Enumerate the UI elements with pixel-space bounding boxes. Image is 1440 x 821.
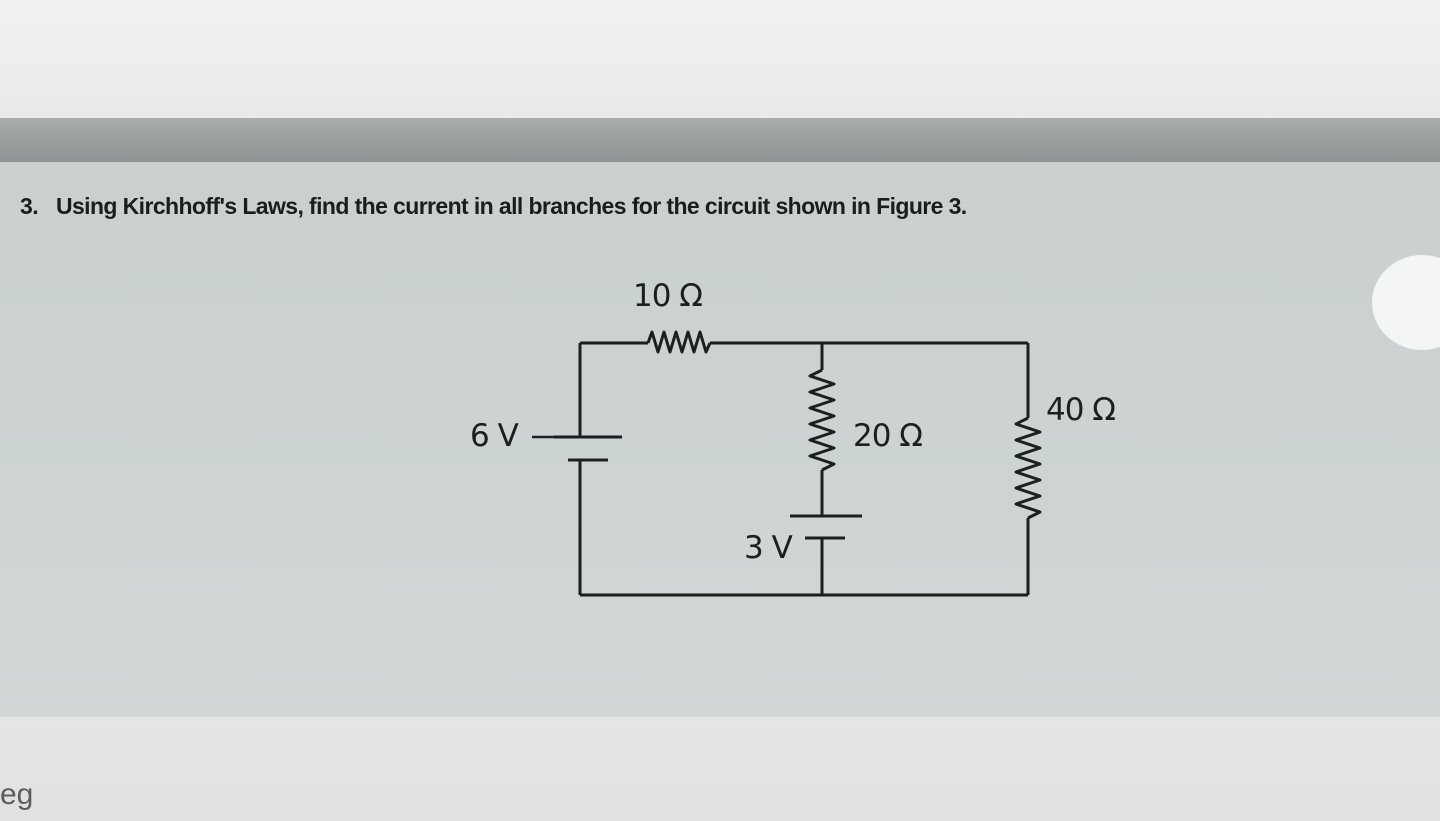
bottom-area bbox=[0, 717, 1440, 821]
question-body: Using Kirchhoff's Laws, find the current… bbox=[55, 193, 967, 219]
label-r-top: 10 Ω bbox=[633, 278, 703, 314]
screen-top-bar bbox=[0, 0, 1440, 130]
resistor-10-ohm bbox=[646, 330, 712, 354]
label-r-middle: 20 Ω bbox=[853, 418, 923, 454]
toolbar-band bbox=[0, 118, 1440, 162]
label-battery-middle: 3 V bbox=[744, 530, 793, 566]
resistor-40-ohm bbox=[1014, 416, 1042, 520]
label-battery-left: 6 V bbox=[470, 418, 519, 454]
content-panel bbox=[0, 162, 1440, 717]
question-text: 3. Using Kirchhoff's Laws, find the curre… bbox=[20, 193, 1180, 220]
label-r-right: 40 Ω bbox=[1046, 392, 1116, 428]
question-number: 3. bbox=[20, 193, 39, 219]
resistor-20-ohm bbox=[808, 368, 836, 472]
corner-text: eg bbox=[0, 778, 34, 811]
